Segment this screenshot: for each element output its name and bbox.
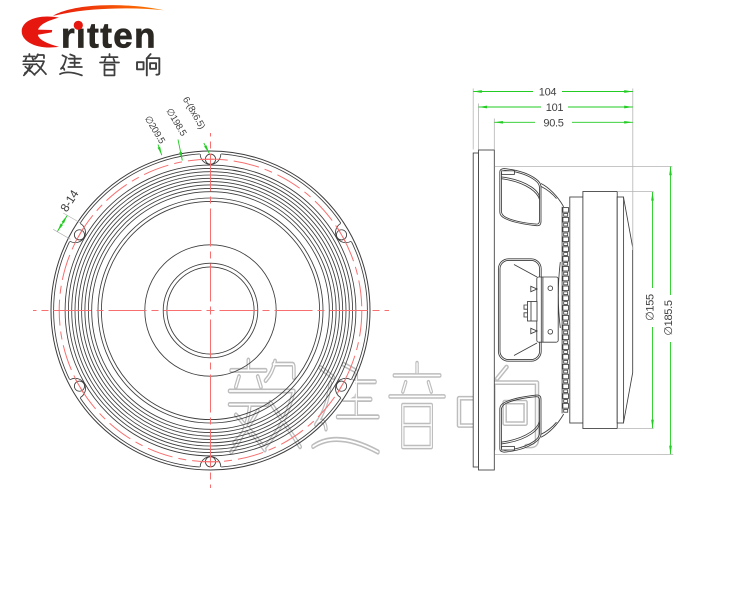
svg-text:90.5: 90.5 [543, 117, 563, 129]
svg-text:∅209.5: ∅209.5 [142, 114, 167, 146]
svg-text:104: 104 [539, 87, 557, 99]
svg-text:8-14: 8-14 [57, 187, 81, 214]
svg-text:∅185.5: ∅185.5 [663, 300, 675, 335]
svg-text:101: 101 [546, 102, 564, 114]
svg-text:∅155: ∅155 [644, 294, 656, 321]
svg-text:∅198.5: ∅198.5 [163, 106, 188, 138]
